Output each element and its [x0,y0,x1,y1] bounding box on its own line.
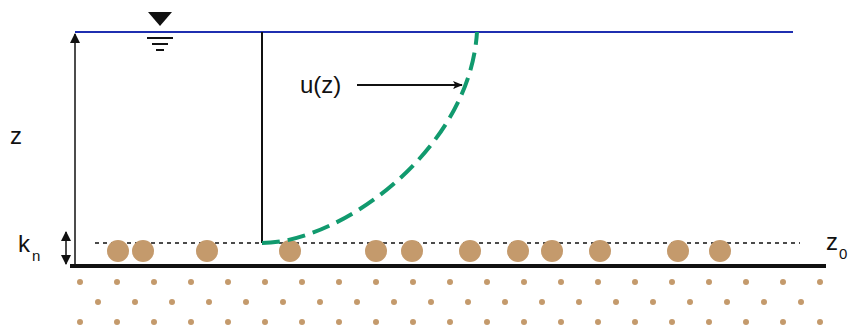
roughness-subscript: n [32,248,40,263]
roughness-label: k [18,232,30,256]
axis-label: z [10,124,22,148]
velocity-profile-curve [262,32,477,243]
water-surface [75,31,793,33]
z-axis-arrow [74,34,76,266]
z0-label: z [826,230,838,254]
channel-bed [70,264,826,268]
roughness-height-arrow [65,232,67,264]
water-level-symbol [147,12,173,50]
z0-subscript: 0 [839,246,847,261]
leader-arrow [357,84,462,86]
velocity-label: u(z) [300,73,341,97]
profile-axis [261,32,263,243]
sediment-dots [70,272,830,325]
roughness-grains [107,240,731,262]
